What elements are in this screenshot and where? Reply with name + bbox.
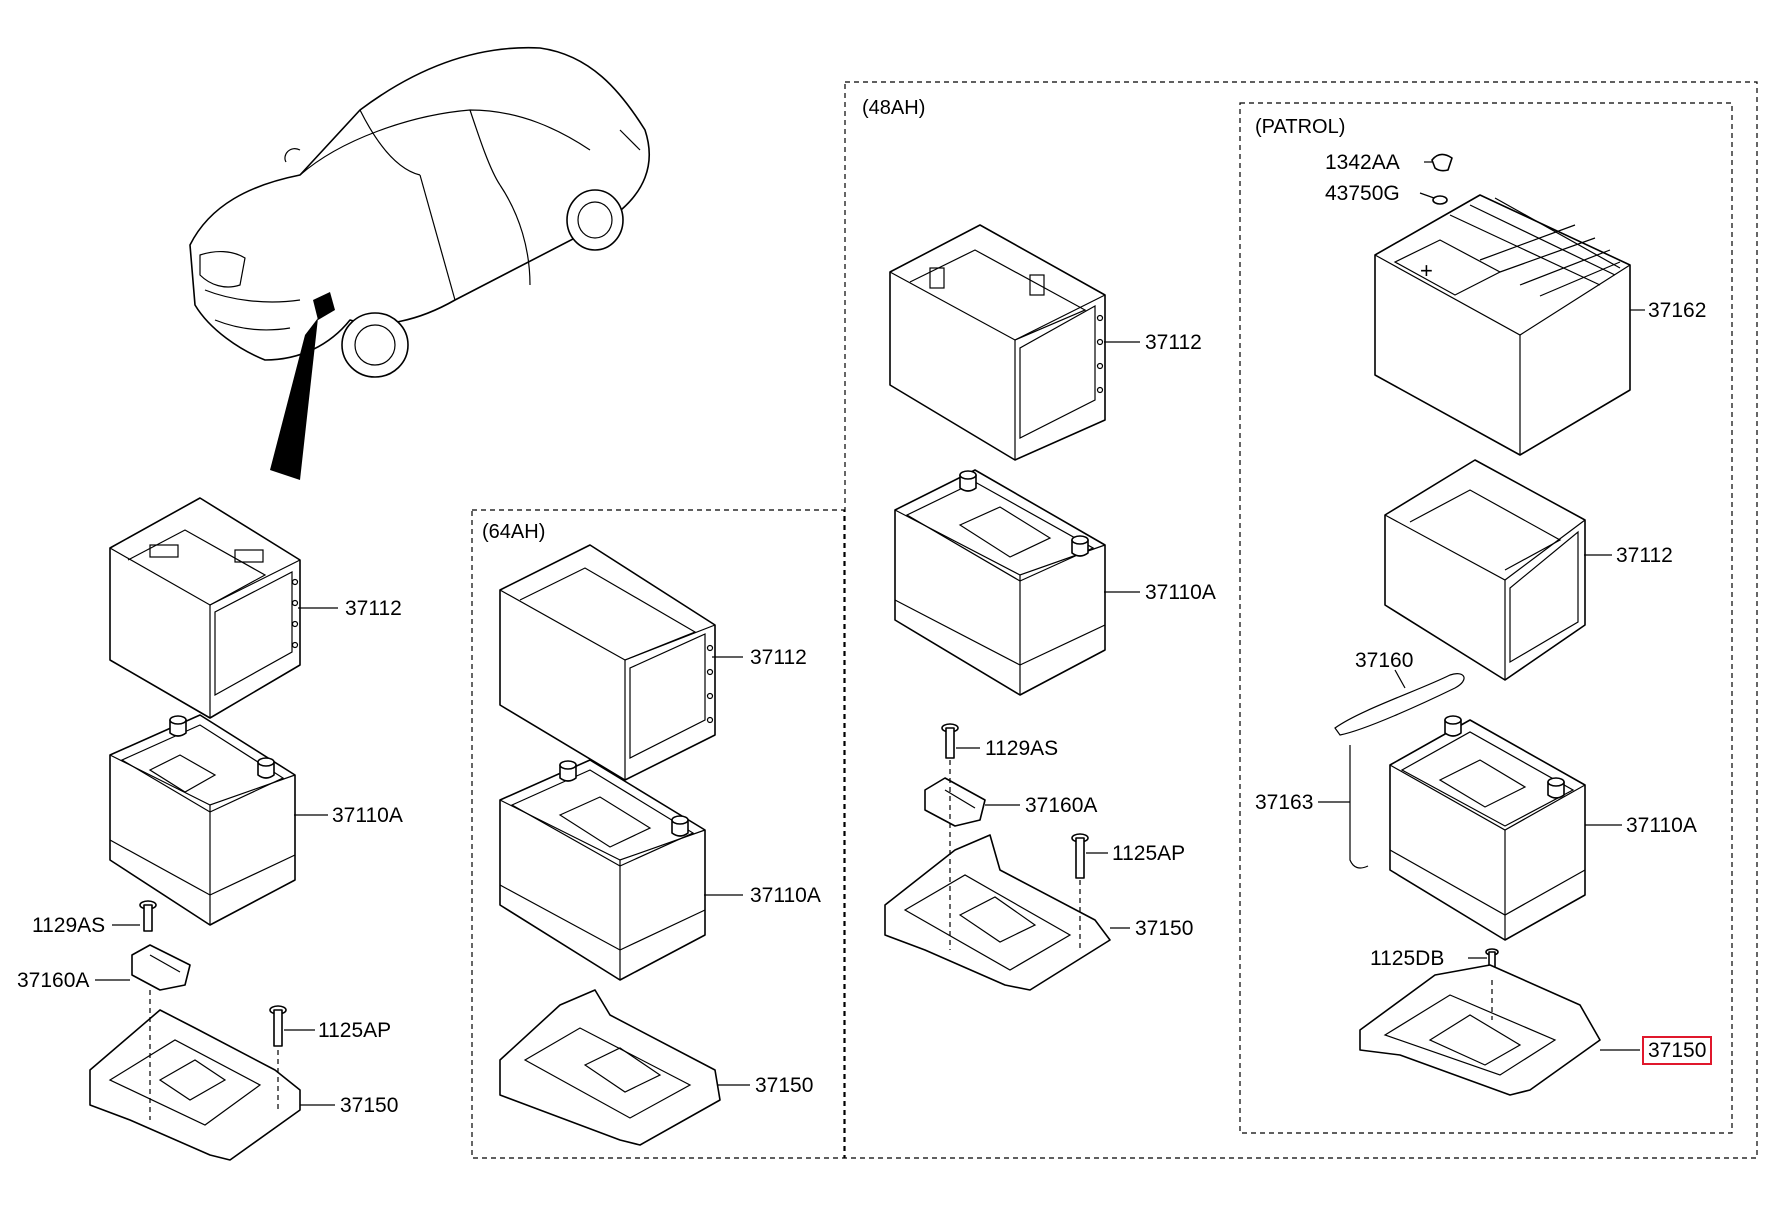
part-label-left-37112[interactable]: 37112 bbox=[345, 597, 402, 620]
part-label-left-1125ap[interactable]: 1125AP bbox=[318, 1019, 392, 1042]
group-title-64ah: (64AH) bbox=[482, 521, 546, 543]
svg-text:+: + bbox=[1420, 258, 1433, 283]
part-label-48ah-1129as[interactable]: 1129AS bbox=[985, 737, 1059, 760]
part-label-48ah-37150[interactable]: 37150 bbox=[1135, 917, 1194, 940]
part-label-64ah-37150[interactable]: 37150 bbox=[755, 1074, 814, 1097]
part-label-patrol-1125db[interactable]: 1125DB bbox=[1370, 947, 1445, 970]
frame-48ah bbox=[844, 81, 1758, 1159]
64ah-column-parts bbox=[499, 544, 721, 1146]
part-label-left-37110a[interactable]: 37110A bbox=[332, 804, 403, 827]
part-label-left-37160a[interactable]: 37160A bbox=[17, 969, 90, 992]
48ah-column-parts bbox=[884, 224, 1111, 991]
part-label-patrol-37112[interactable]: 37112 bbox=[1616, 544, 1673, 567]
part-label-patrol-1342aa[interactable]: 1342AA bbox=[1325, 151, 1400, 174]
part-label-left-1129as[interactable]: 1129AS bbox=[32, 914, 106, 937]
patrol-column-parts: + bbox=[1334, 153, 1631, 1096]
part-label-patrol-37163[interactable]: 37163 bbox=[1255, 791, 1314, 814]
left-column-parts bbox=[89, 497, 301, 1161]
frame-64ah bbox=[471, 509, 845, 1159]
part-label-48ah-37110a[interactable]: 37110A bbox=[1145, 581, 1216, 604]
part-label-left-37150[interactable]: 37150 bbox=[340, 1094, 399, 1117]
frame-patrol bbox=[1239, 102, 1733, 1134]
part-label-64ah-37112[interactable]: 37112 bbox=[750, 646, 807, 669]
group-title-48ah: (48AH) bbox=[862, 97, 926, 119]
part-label-patrol-37110a[interactable]: 37110A bbox=[1626, 814, 1697, 837]
part-label-patrol-37150-highlighted[interactable]: 37150 bbox=[1642, 1036, 1713, 1065]
part-label-patrol-43750g[interactable]: 43750G bbox=[1325, 182, 1400, 205]
part-label-patrol-37160[interactable]: 37160 bbox=[1355, 649, 1414, 672]
part-label-64ah-37110a[interactable]: 37110A bbox=[750, 884, 821, 907]
part-label-48ah-37160a[interactable]: 37160A bbox=[1025, 794, 1098, 817]
leader-lines bbox=[95, 161, 1645, 1106]
part-label-patrol-37162[interactable]: 37162 bbox=[1648, 299, 1707, 322]
part-label-48ah-37112[interactable]: 37112 bbox=[1145, 331, 1202, 354]
group-title-patrol: (PATROL) bbox=[1255, 116, 1346, 138]
car-illustration bbox=[189, 46, 651, 480]
part-label-48ah-1125ap[interactable]: 1125AP bbox=[1112, 842, 1186, 865]
